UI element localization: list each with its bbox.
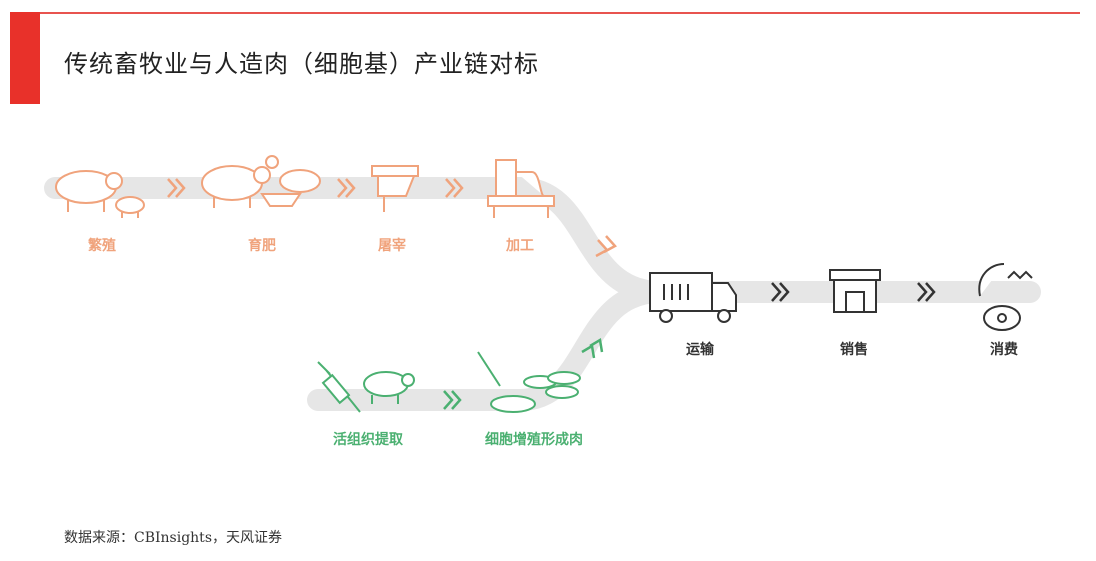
truck-icon bbox=[650, 273, 736, 322]
shared-step-label: 销售 bbox=[840, 341, 868, 358]
shared-step-label: 消费 bbox=[990, 341, 1018, 358]
traditional-track bbox=[55, 188, 660, 292]
traditional-step-label: 育肥 bbox=[248, 237, 276, 254]
source-note: 数据来源：CBInsights，天风证券 bbox=[64, 527, 282, 547]
track-group bbox=[55, 188, 1030, 400]
cultured-step-label: 细胞增殖形成肉 bbox=[485, 431, 583, 448]
traditional-step-label: 屠宰 bbox=[378, 237, 406, 254]
feeding-pigs-icon bbox=[202, 156, 320, 208]
shared-step-label: 运输 bbox=[686, 341, 715, 358]
traditional-step-label: 繁殖 bbox=[87, 237, 116, 254]
traditional-step-label: 加工 bbox=[505, 238, 534, 254]
store-icon bbox=[830, 270, 880, 312]
cultured-step-label: 活组织提取 bbox=[333, 431, 404, 448]
